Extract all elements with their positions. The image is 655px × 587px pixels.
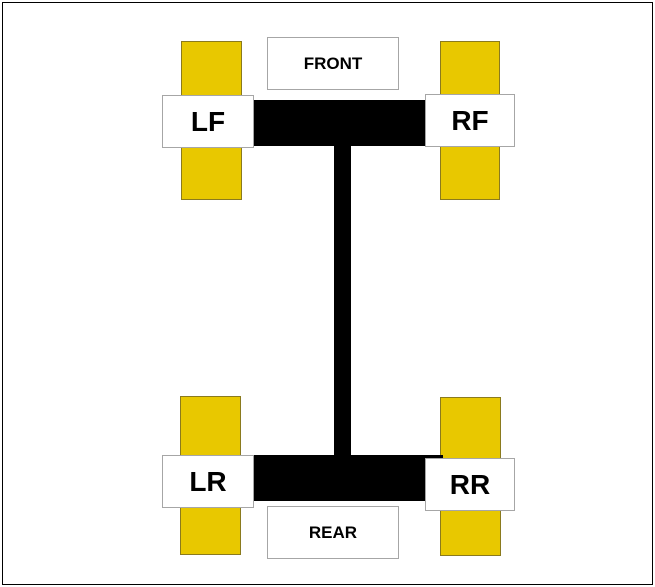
front-label: FRONT [267, 37, 399, 90]
front-axle [239, 100, 443, 146]
rear-axle [239, 455, 443, 501]
wheel-label-left-front: LF [162, 95, 254, 148]
wheel-label-left-rear: LR [162, 455, 254, 508]
wheel-label-right-front: RF [425, 94, 515, 147]
drive-shaft [334, 143, 351, 459]
rear-label: REAR [267, 506, 399, 559]
wheel-label-right-rear: RR [425, 458, 515, 511]
